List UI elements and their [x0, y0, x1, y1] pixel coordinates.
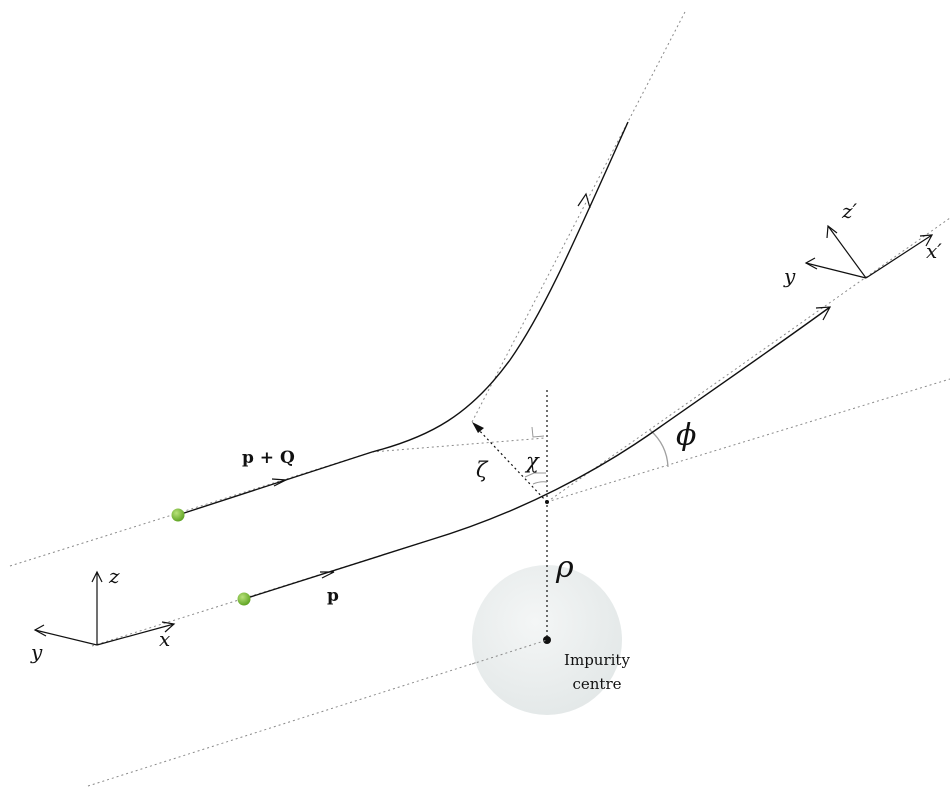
frame-in-x-arrowhead: [161, 621, 176, 633]
label-momentum-pq: p + Q: [242, 448, 295, 468]
zeta-arrowhead: [472, 422, 484, 433]
frame-out-y-arrowhead: [804, 257, 818, 270]
particle-lower: [237, 592, 251, 606]
trajectory-lower-arrow-outgoing: [815, 306, 832, 321]
label-frame-in-x: x: [159, 627, 170, 651]
guide-line-upper-outgoing: [471, 9, 687, 423]
right-angle-marker-lower: [524, 472, 546, 478]
chi-arc: [532, 481, 548, 485]
frame-out-z-axis: [827, 225, 867, 279]
frame-in-y-arrowhead: [33, 624, 47, 637]
frame-out-x-arrowhead: [919, 234, 934, 247]
guide-line-outgoing-asymptote: [546, 217, 950, 503]
trajectory-lower: [243, 306, 831, 600]
frame-outgoing: [804, 224, 934, 279]
zeta-vector: [475, 426, 548, 503]
phi-angle-arc: [649, 429, 669, 468]
label-phi: ϕ: [676, 418, 696, 453]
trajectory-upper-arrow-incoming: [271, 478, 289, 487]
guide-line-upper-to-tangent: [371, 437, 546, 453]
frame-incoming: [33, 570, 176, 646]
particle-upper: [171, 508, 185, 522]
label-chi: χ: [524, 449, 540, 473]
trajectory-lower-arrow-incoming: [320, 571, 335, 579]
guide-line-phi-reference: [546, 378, 950, 503]
frame-out-x-axis: [865, 234, 933, 279]
label-frame-in-y: y: [30, 640, 43, 664]
label-frame-out-z: z′: [841, 199, 858, 223]
label-impurity-line2: centre: [572, 675, 621, 693]
frame-in-x-axis: [96, 623, 175, 646]
right-angle-marker-upper: [531, 426, 545, 438]
label-momentum-p: p: [327, 586, 339, 606]
label-frame-out-y: y: [783, 264, 796, 288]
label-frame-in-z: z: [108, 564, 120, 588]
label-zeta: ζ: [476, 458, 489, 482]
frame-in-z-arrowhead: [91, 570, 103, 583]
frame-in-y-axis: [34, 629, 98, 646]
trajectory-upper: [177, 121, 629, 516]
impurity-centre-dot: [543, 636, 551, 644]
trajectory-upper-arrow-outgoing: [577, 192, 591, 209]
frame-out-y-axis: [805, 262, 867, 279]
guide-line-through-centre-front: [471, 639, 548, 665]
label-rho: ρ: [555, 550, 574, 585]
label-frame-out-x: x′: [926, 239, 942, 263]
label-impurity-line1: Impurity: [564, 651, 630, 669]
guide-line-through-centre: [87, 639, 548, 787]
frame-out-z-arrowhead: [826, 224, 838, 239]
